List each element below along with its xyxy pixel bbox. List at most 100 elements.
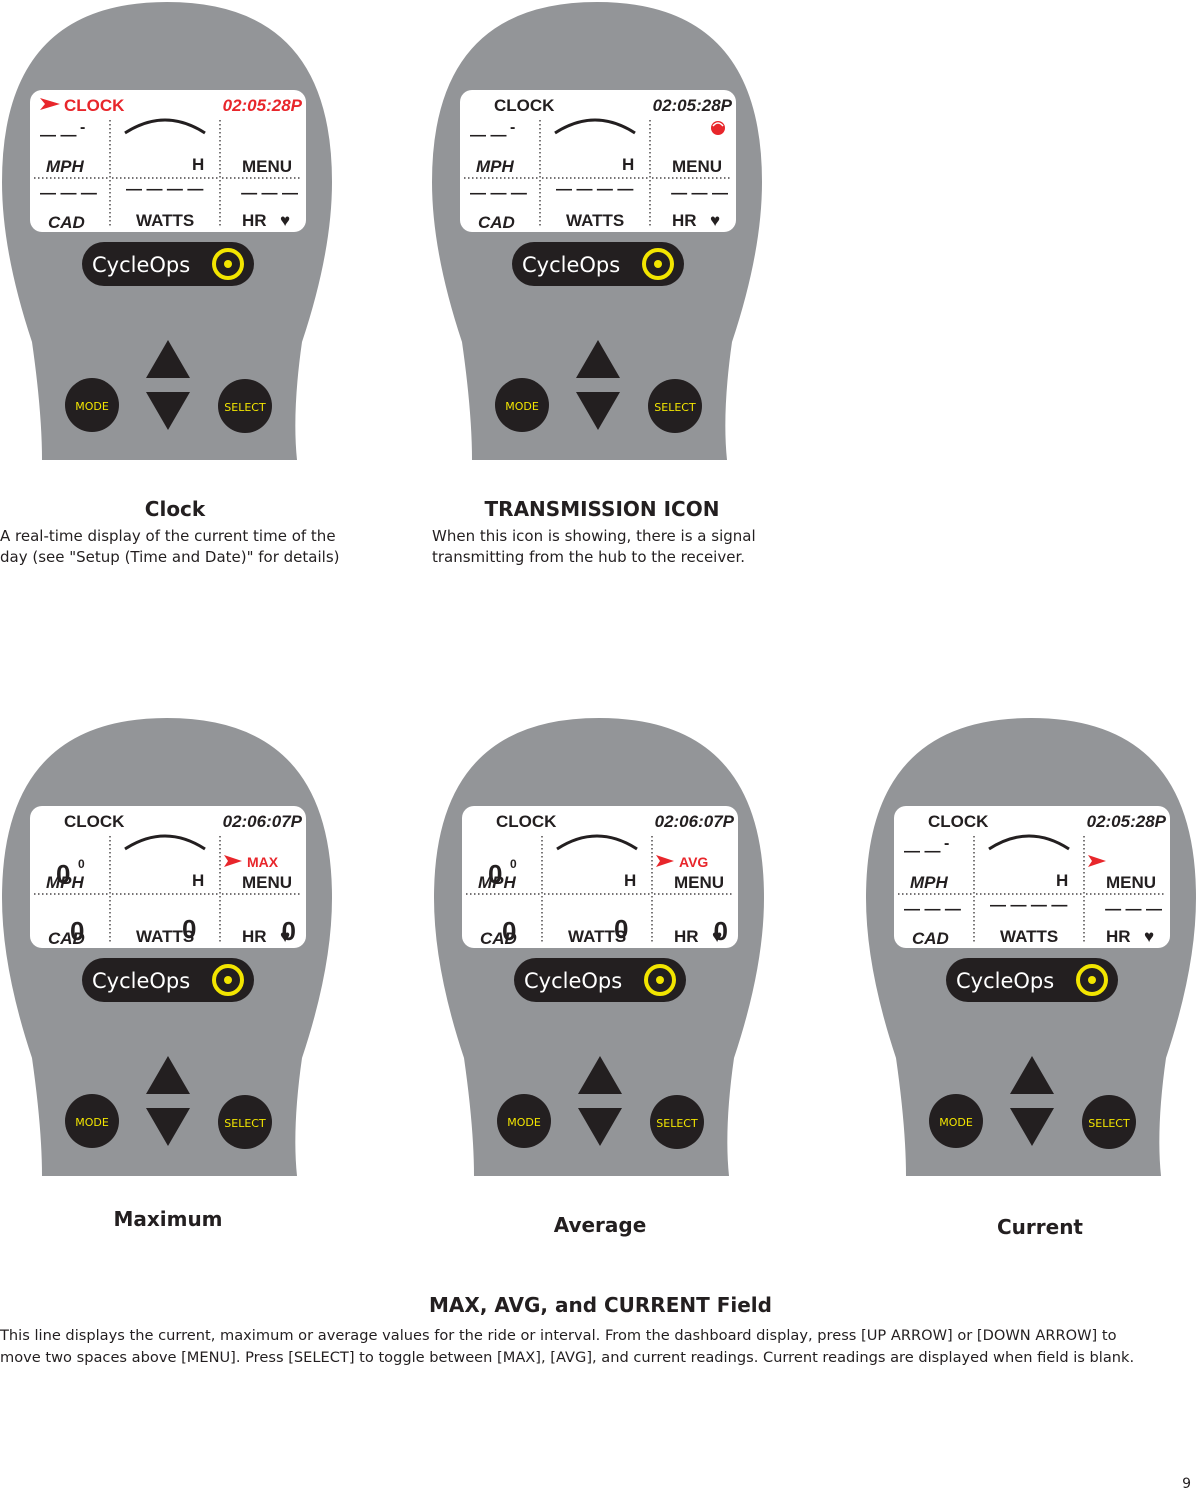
logo-ring-icon	[642, 248, 674, 280]
up-arrow-button-icon[interactable]	[576, 340, 620, 378]
caption-body-clock: A real-time display of the current time …	[0, 526, 360, 568]
mode-button[interactable]: MODE	[929, 1094, 983, 1148]
clock-label: CLOCK	[928, 812, 989, 831]
cycleops-logo: CycleOps	[512, 242, 684, 286]
logo-badge	[514, 958, 686, 1002]
clock-label: CLOCK	[64, 96, 125, 115]
mode-button-label[interactable]: MODE	[75, 400, 109, 413]
watts-value: — — — —	[556, 181, 633, 198]
select-button-label[interactable]: SELECT	[224, 1117, 266, 1130]
field-arrow-icon	[224, 855, 242, 867]
mode-button[interactable]: MODE	[65, 1094, 119, 1148]
footer-line: This line displays the current, maximum …	[0, 1327, 1117, 1344]
logo-dot-icon	[1088, 976, 1096, 984]
down-arrow-button-icon[interactable]	[146, 1108, 190, 1146]
mode-button-shape[interactable]	[495, 378, 549, 432]
up-arrow-button-icon[interactable]	[146, 1056, 190, 1094]
cad-value: — — —	[904, 901, 961, 918]
up-arrow-button-icon[interactable]	[578, 1056, 622, 1094]
hr-label: HR	[672, 211, 697, 230]
select-button-label[interactable]: SELECT	[224, 401, 266, 414]
h-label: H	[192, 155, 204, 174]
down-arrow-button-icon[interactable]	[578, 1108, 622, 1146]
clock-label: CLOCK	[494, 96, 555, 115]
hr-value: — — —	[241, 185, 298, 202]
caption-title-average: Average	[553, 1213, 647, 1237]
watts-label: WATTS	[568, 927, 626, 946]
mode-button[interactable]: MODE	[497, 1094, 551, 1148]
mph-label: MPH	[910, 873, 949, 892]
select-button-shape[interactable]	[648, 379, 702, 433]
mode-button-label[interactable]: MODE	[507, 1116, 541, 1129]
caption-title-current: Current	[996, 1215, 1083, 1239]
mph-value: 0	[56, 859, 70, 889]
logo-badge	[512, 242, 684, 286]
down-arrow-button-icon[interactable]	[146, 392, 190, 430]
select-button-label[interactable]: SELECT	[1088, 1117, 1130, 1130]
mode-button-label[interactable]: MODE	[505, 400, 539, 413]
logo-badge	[82, 958, 254, 1002]
mph-label: MPH	[478, 873, 517, 892]
down-arrow-button-icon[interactable]	[1010, 1108, 1054, 1146]
cad-label: CAD	[912, 929, 949, 948]
heart-icon: ♥	[1144, 927, 1154, 946]
select-button-shape[interactable]	[218, 379, 272, 433]
menu-label: MENU	[674, 873, 724, 892]
menu-label: MENU	[672, 157, 722, 176]
heart-icon: ♥	[280, 927, 290, 946]
select-button-shape[interactable]	[218, 1095, 272, 1149]
cad-label: CAD	[478, 213, 515, 232]
cad-value: — — —	[40, 185, 97, 202]
up-arrow-button-icon[interactable]	[146, 340, 190, 378]
select-button[interactable]: SELECT	[648, 379, 702, 433]
select-button[interactable]: SELECT	[218, 379, 272, 433]
caption-line: transmitting from the hub to the receive…	[432, 548, 746, 566]
select-button-shape[interactable]	[1082, 1095, 1136, 1149]
transmission-icon	[711, 121, 725, 135]
hr-label: HR	[242, 927, 267, 946]
watts-value: 0	[614, 914, 628, 944]
mode-button-shape[interactable]	[929, 1094, 983, 1148]
select-button[interactable]: SELECT	[1082, 1095, 1136, 1149]
mph-decimal: 0	[78, 857, 85, 871]
mode-button-shape[interactable]	[65, 378, 119, 432]
menu-label: MENU	[242, 157, 292, 176]
hr-value: 0	[714, 916, 728, 946]
mode-button[interactable]: MODE	[495, 378, 549, 432]
up-arrow-button-icon[interactable]	[1010, 1056, 1054, 1094]
caption-line: A real-time display of the current time …	[0, 527, 336, 545]
lcd-screen	[30, 90, 306, 232]
mph-label: MPH	[46, 873, 85, 892]
speed-arc-icon	[988, 834, 1070, 851]
mph-value: — —	[470, 127, 506, 144]
cad-value: — — —	[470, 185, 527, 202]
hr-value: — — —	[1105, 901, 1162, 918]
select-button-label[interactable]: SELECT	[656, 1117, 698, 1130]
mode-button-shape[interactable]	[497, 1094, 551, 1148]
mph-label: MPH	[46, 157, 85, 176]
select-button[interactable]: SELECT	[650, 1095, 704, 1149]
cycleops-logo: CycleOps	[514, 958, 686, 1002]
mode-button-label[interactable]: MODE	[75, 1116, 109, 1129]
select-button-shape[interactable]	[650, 1095, 704, 1149]
mode-button[interactable]: MODE	[65, 378, 119, 432]
select-button[interactable]: SELECT	[218, 1095, 272, 1149]
select-button-label[interactable]: SELECT	[654, 401, 696, 414]
footer-body: This line displays the current, maximum …	[0, 1325, 1201, 1369]
cycleops-logo: CycleOps	[82, 242, 254, 286]
mph-decimal: 0	[510, 857, 517, 871]
hr-value: 0	[282, 916, 296, 946]
mode-button-shape[interactable]	[65, 1094, 119, 1148]
caption-title-transmission: TRANSMISSION ICON	[484, 497, 720, 521]
down-arrow-button-icon[interactable]	[576, 392, 620, 430]
logo-text: CycleOps	[522, 253, 620, 277]
logo-text: CycleOps	[92, 253, 190, 277]
caption-line: day (see "Setup (Time and Date)" for det…	[0, 548, 340, 566]
mode-button-label[interactable]: MODE	[939, 1116, 973, 1129]
